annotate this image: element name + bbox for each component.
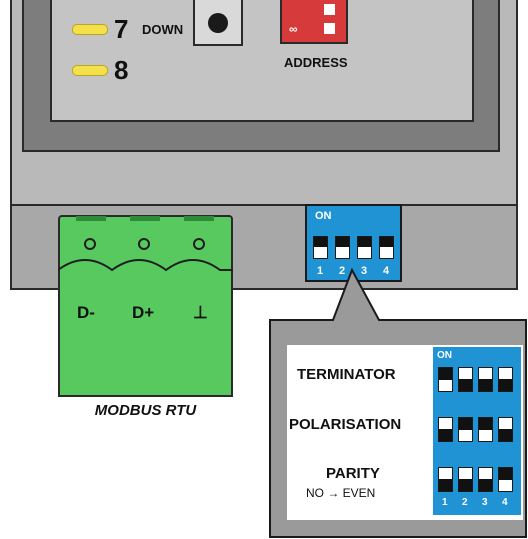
dip-legend-parity-knob-3 [479,479,492,491]
dip-legend-terminator-slot-3 [478,367,493,392]
dip-legend-polarisation-knob-3 [479,418,492,430]
dip-small-number-3: 3 [361,265,368,277]
dip-small-slot-2[interactable] [335,236,350,259]
terminal-screw-1 [84,238,96,250]
dip-legend-number-4: 4 [502,497,508,508]
dip-legend-parity-slot-1 [438,467,453,492]
legend-terminator-label: TERMINATOR [297,366,396,383]
dip-small-number-2: 2 [339,265,346,277]
dip-legend-parity-knob-1 [439,479,452,491]
legend-polarisation-label: POLARISATION [289,416,402,433]
address-switch-knob-1 [324,4,335,15]
legend-parity-label: PARITY [326,465,380,482]
dip-small-slot-3[interactable] [357,236,372,259]
down-button-knob [208,13,228,33]
address-switch-mark: ∞ [289,22,298,36]
terminal-screw-3 [193,238,205,250]
terminal-plug [58,289,233,397]
led-7-number: 7 [114,14,129,44]
dip-small-number-1: 1 [317,265,324,277]
dip-legend-polarisation-slot-4 [498,417,513,442]
dip-legend-terminator-knob-2 [459,379,472,391]
legend-parity-sub: NO → EVEN [306,486,376,500]
address-switch-knob-2 [324,23,335,34]
dip-legend-terminator-knob-3 [479,379,492,391]
dip-legend-parity-slot-4 [498,467,513,492]
dip-legend-terminator-knob-1 [439,368,452,380]
terminal-pin-ground: ⊥ [193,303,208,322]
dip-small-on-label: ON [315,210,332,222]
terminal-groove-lines [58,259,233,272]
dip-legend-on-label: ON [437,350,452,361]
dip-legend-polarisation-knob-2 [459,418,472,430]
dip-legend-number-1: 1 [442,497,448,508]
terminal-slot-3 [184,216,214,221]
dip-small-knob-4 [380,237,393,247]
dip-switch-legend: ON 1 2 3 4 [433,347,521,515]
dip-legend-number-2: 2 [462,497,468,508]
dip-switch-small[interactable]: ON 1 2 3 4 [305,204,402,282]
dip-small-knob-3 [358,237,371,247]
terminal-pin-d-minus: D- [77,303,95,322]
terminal-block-head [58,215,233,291]
terminal-slot-2 [130,216,160,221]
modbus-rtu-caption: MODBUS RTU [94,402,197,419]
dip-legend-parity-slot-2 [458,467,473,492]
dip-small-number-4: 4 [383,265,390,277]
dip-small-knob-2 [336,237,349,247]
led-8-number: 8 [114,55,129,85]
dip-legend-parity-knob-4 [499,468,512,480]
led-8-indicator [72,65,108,76]
dip-legend-polarisation-slot-2 [458,417,473,442]
dip-legend-polarisation-slot-1 [438,417,453,442]
terminal-slot-1 [76,216,106,221]
dip-legend-parity-knob-2 [459,479,472,491]
device-front-panel [50,0,474,122]
dip-legend-polarisation-knob-1 [439,429,452,441]
down-button[interactable] [193,0,243,46]
down-label: DOWN [142,22,184,37]
dip-legend-number-3: 3 [482,497,488,508]
dip-legend-terminator-slot-4 [498,367,513,392]
terminal-pin-d-plus: D+ [132,303,155,322]
dip-legend-terminator-slot-2 [458,367,473,392]
dip-small-knob-1 [314,237,327,247]
dip-legend-terminator-slot-1 [438,367,453,392]
dip-legend-terminator-knob-4 [499,379,512,391]
dip-small-slot-1[interactable] [313,236,328,259]
dip-small-slot-4[interactable] [379,236,394,259]
led-7-indicator [72,24,108,35]
dip-legend-polarisation-knob-4 [499,429,512,441]
dip-legend-polarisation-slot-3 [478,417,493,442]
dip-legend-parity-slot-3 [478,467,493,492]
address-label: ADDRESS [284,55,348,70]
address-switch[interactable]: ∞ [280,0,348,44]
terminal-screw-2 [138,238,150,250]
